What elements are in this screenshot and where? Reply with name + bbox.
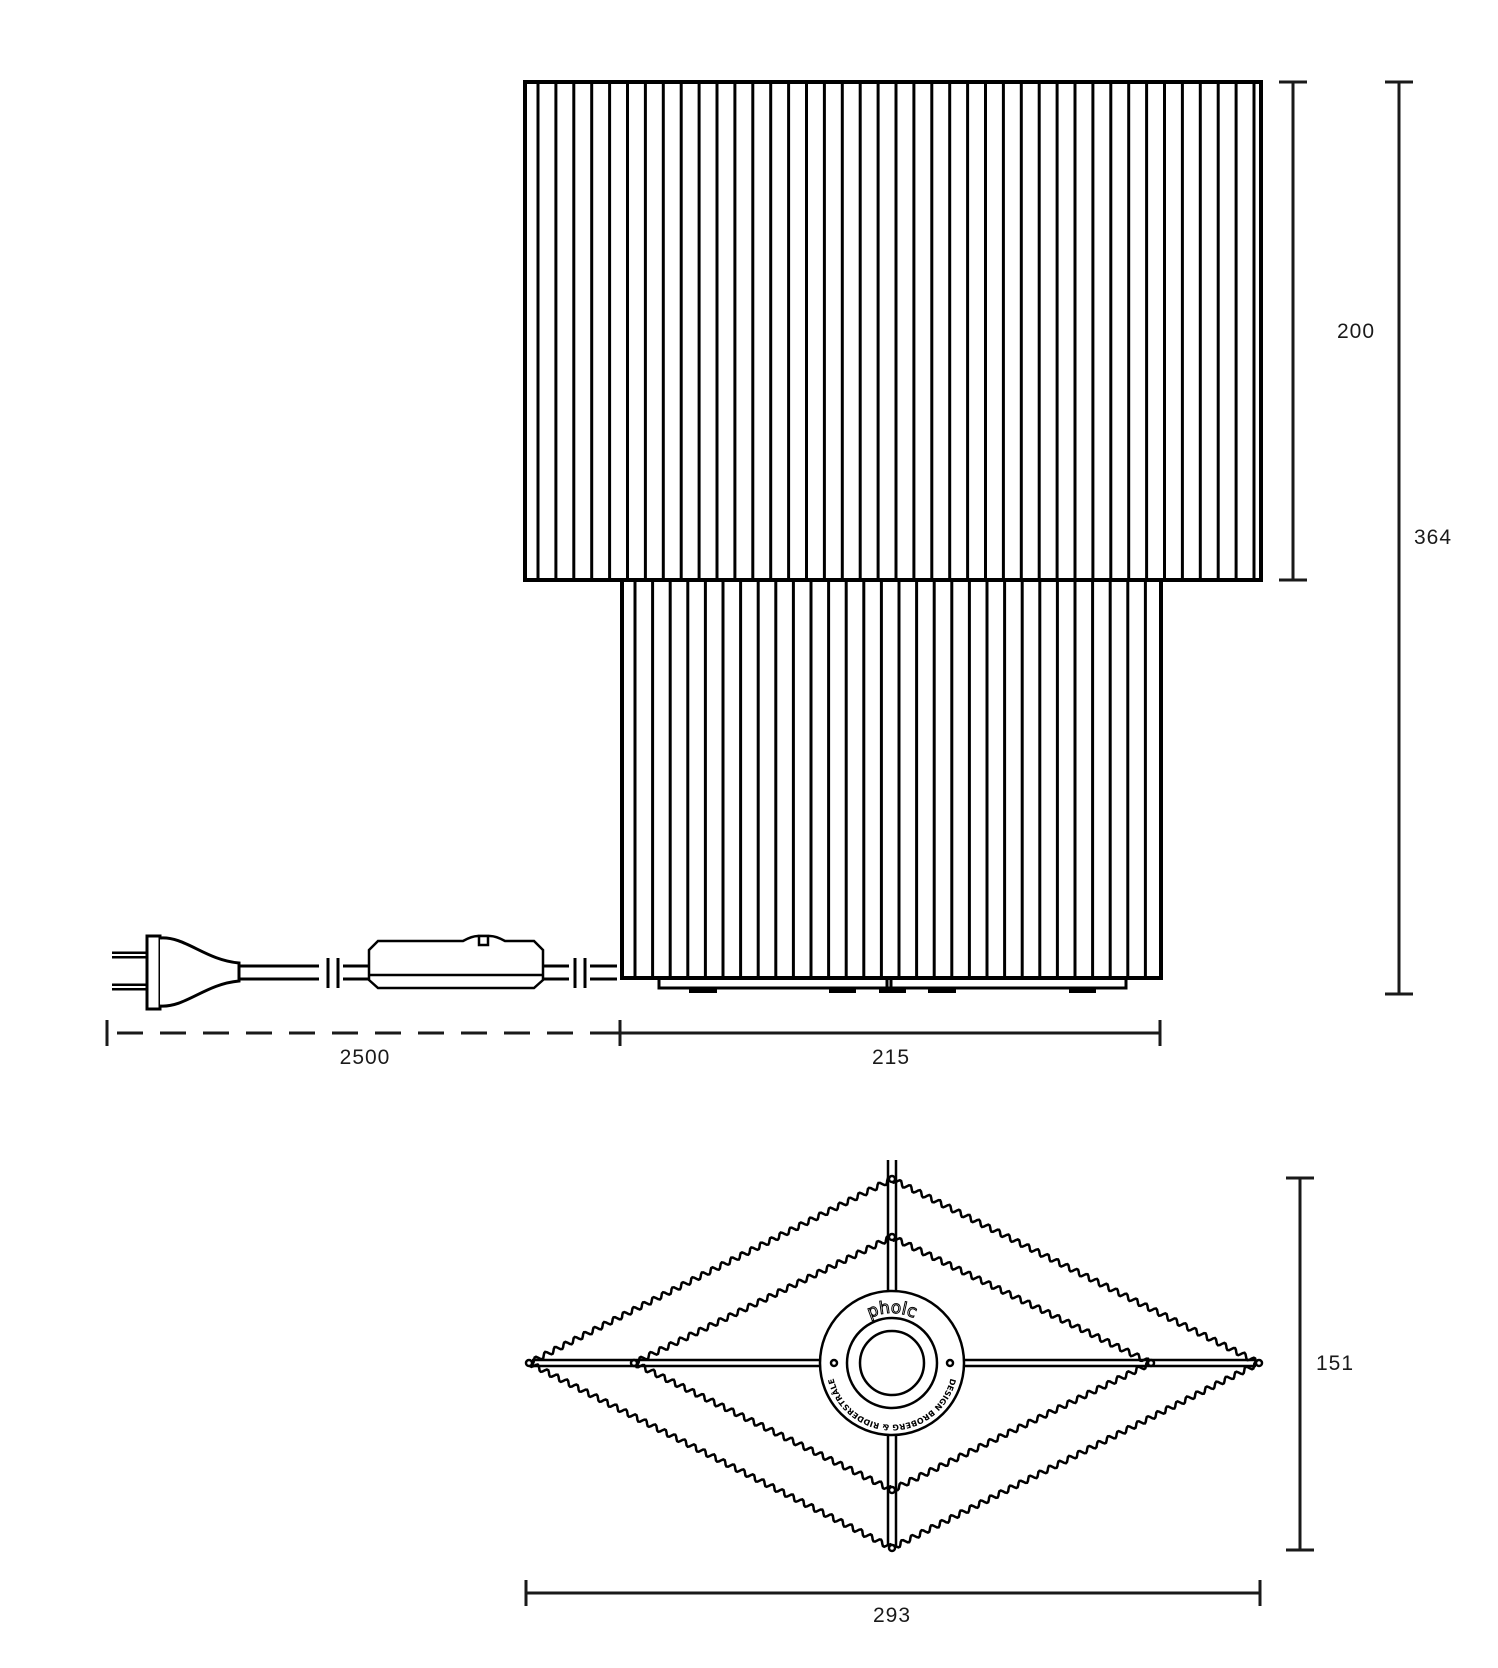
wavy-edge (528, 1176, 892, 1366)
socket-disc: pholc DESIGN BROBERG & RIDDERSTRÅLE (818, 1289, 966, 1437)
label-total-height: 364 (1414, 526, 1452, 549)
wavy-edge (891, 1360, 1260, 1549)
wavy-edge (528, 1363, 894, 1549)
dimension-shade-height (1279, 80, 1307, 582)
upper-shade (523, 80, 1263, 582)
label-shade-height: 200 (1337, 320, 1375, 343)
wavy-edge (890, 1360, 1152, 1492)
dimension-base-width (612, 1020, 1162, 1046)
label-top-width: 293 (873, 1604, 911, 1627)
corner-joint (524, 1358, 534, 1368)
dimension-top-width (524, 1580, 1262, 1606)
side-view: 200 364 2500 215 (105, 80, 1452, 1069)
dimension-cord-length (105, 1020, 612, 1046)
wavy-edge (890, 1236, 1152, 1366)
top-view: pholc DESIGN BROBERG & RIDDERSTRÅLE 151 … (524, 1160, 1354, 1627)
corner-joint (887, 1543, 897, 1553)
power-plug (112, 934, 241, 1011)
power-cord (239, 958, 617, 988)
label-cord-length: 2500 (340, 1046, 391, 1069)
corner-joint (1254, 1358, 1264, 1368)
label-top-depth: 151 (1316, 1352, 1354, 1375)
dimension-top-depth (1286, 1176, 1314, 1552)
wavy-edge (633, 1234, 893, 1366)
inline-switch[interactable] (367, 934, 545, 990)
dimension-total-height (1385, 80, 1413, 996)
base-plate (657, 978, 1128, 990)
corner-joint (887, 1174, 897, 1184)
shade-outline (620, 578, 1163, 980)
wavy-edge (890, 1178, 1259, 1366)
wavy-edge (634, 1362, 894, 1491)
corner-joint (887, 1485, 897, 1495)
lower-shade (620, 578, 1163, 980)
shade-outline (523, 80, 1263, 582)
corner-joint (887, 1232, 897, 1242)
diamond-shade-outline (524, 1174, 1264, 1553)
label-base-width: 215 (872, 1046, 910, 1069)
